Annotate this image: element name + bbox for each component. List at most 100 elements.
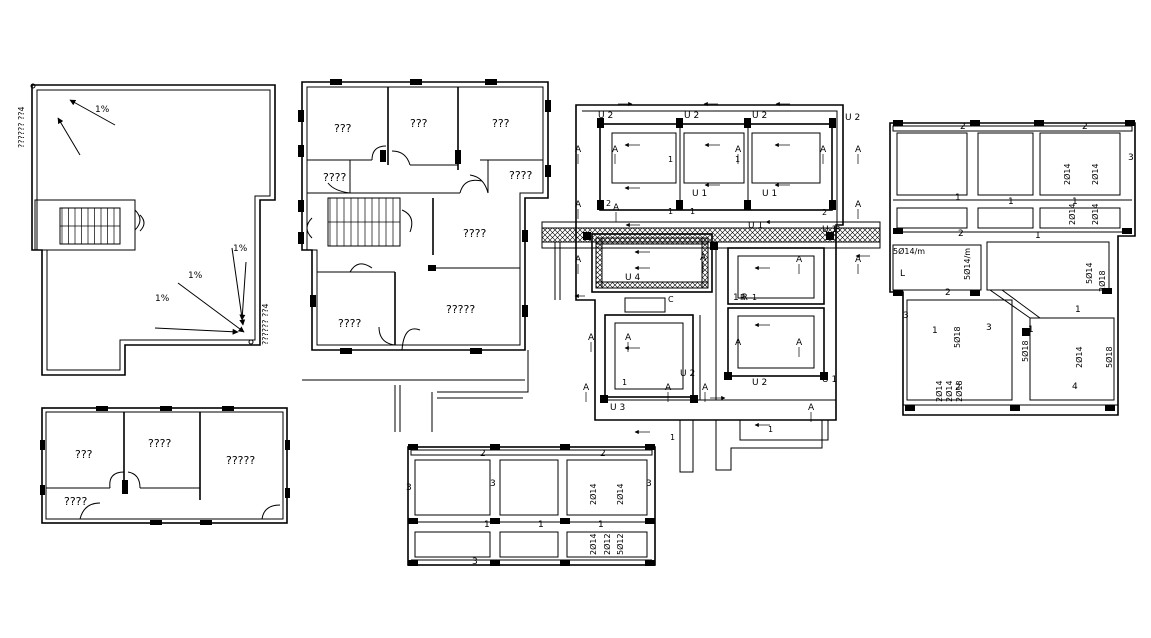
section-number: B xyxy=(835,225,841,234)
beam-label: 2 xyxy=(480,449,486,459)
beam-label: 1 R xyxy=(733,293,748,303)
beam-label: U 2 xyxy=(752,378,767,388)
beam-label: 1 xyxy=(1028,325,1034,335)
rebar-label: 2Ø14 xyxy=(934,380,944,402)
beam-label: 3 xyxy=(490,479,496,489)
slope-label: 1% xyxy=(233,244,248,254)
section-mark: A xyxy=(583,383,590,393)
section-mark: A xyxy=(820,145,827,155)
slab-lower-columns xyxy=(408,444,655,566)
beam-label: U 2 xyxy=(752,111,767,121)
section-mark: A xyxy=(855,145,862,155)
beam-label: 2 xyxy=(1082,122,1088,132)
room-label: ??? xyxy=(410,117,428,130)
rebar-label: 2Ø14 xyxy=(1074,346,1084,368)
beam-label: U 1 xyxy=(822,225,837,235)
beam-label: 3 xyxy=(406,483,412,493)
room-label: ???? xyxy=(148,437,172,450)
room-label: ????? xyxy=(226,454,255,467)
beam-label: U 1 xyxy=(692,189,707,199)
section-mark: A xyxy=(808,403,815,413)
section-mark: A xyxy=(665,383,672,393)
rebar-label: 5Ø18 xyxy=(1020,340,1030,362)
foundation-columns xyxy=(583,118,836,403)
beam-label: U 2 xyxy=(684,111,699,121)
slab-plan-lower: 2 2 3 1 1 1 3 3 3 2Ø14 2Ø14 2Ø14 2Ø12 5Ø… xyxy=(406,444,656,567)
rebar-label: 2Ø14 xyxy=(1062,163,1072,185)
rebar-label: 5Ø14 xyxy=(1084,262,1094,284)
section-mark: A xyxy=(588,333,595,343)
section-mark: A xyxy=(735,145,742,155)
rebar-label: 5Ø12 xyxy=(615,533,625,555)
beam-label: U 1 xyxy=(748,221,763,231)
annex-plan: ??? ???? ????? ???? xyxy=(40,406,290,525)
beam-label: 1 xyxy=(1035,231,1041,241)
section-mark: A xyxy=(575,255,582,265)
room-label: ???? xyxy=(338,317,362,330)
beam-label: 2 xyxy=(600,449,606,459)
section-mark: A xyxy=(855,255,862,265)
gf-wall-blocks xyxy=(298,79,551,354)
beam-label: U 2 xyxy=(680,369,695,379)
rebar-label: 2Ø14 xyxy=(944,380,954,402)
section-number: 1 xyxy=(670,433,675,442)
beam-label: U 1 xyxy=(822,375,837,385)
ground-floor-plan: ??? ??? ??? ???? ???? ???? ???? ????? xyxy=(298,79,551,432)
room-label: ???? xyxy=(509,169,533,182)
beam-label: U 4 xyxy=(625,273,640,283)
section-number: 1 xyxy=(668,155,673,164)
rebar-label: 5Ø18 xyxy=(1104,346,1114,368)
section-mark: A xyxy=(575,145,582,155)
rebar-label: 5Ø14/m xyxy=(962,248,972,280)
section-number: 1 xyxy=(768,425,773,434)
beam-label: 1 xyxy=(1075,305,1081,315)
room-label: ??? xyxy=(334,122,352,135)
rebar-label: 2Ø14 xyxy=(1090,163,1100,185)
beam-label: 4 xyxy=(1072,382,1078,392)
beam-label: 3 xyxy=(986,323,992,333)
beam-label: 2 xyxy=(958,229,964,239)
rebar-label: 5Ø14/m xyxy=(893,246,925,256)
rebar-label: 2Ø14 xyxy=(1067,203,1077,225)
section-mark: A xyxy=(575,200,582,210)
beam-label: 3 xyxy=(646,479,652,489)
beam-label: U 1 xyxy=(762,189,777,199)
beam-label: 1 xyxy=(932,326,938,336)
beam-label: 1 xyxy=(538,520,544,530)
section-mark: A xyxy=(700,253,707,263)
beam-label: L xyxy=(900,269,905,279)
beam-label: U 2 xyxy=(598,111,613,121)
section-mark: A xyxy=(796,338,803,348)
beam-label: 1 xyxy=(1008,197,1014,207)
beam-label: 1 xyxy=(955,193,961,203)
beam-label: U 2 xyxy=(845,113,860,123)
section-mark: A xyxy=(796,255,803,265)
beam-label: U 3 xyxy=(610,403,625,413)
room-label: ???? xyxy=(64,495,88,508)
section-number: 2 xyxy=(606,199,611,208)
beam-label: 3 xyxy=(1128,153,1134,163)
section-number: C xyxy=(668,295,674,304)
beam-label: 3 xyxy=(472,557,478,567)
room-label: ???? xyxy=(323,171,347,184)
rebar-label: 2Ø14 xyxy=(615,483,625,505)
section-number: 1 xyxy=(752,293,757,302)
section-mark: A xyxy=(613,203,620,213)
beam-label: 2 xyxy=(960,122,966,132)
annex-wall-blocks xyxy=(40,406,290,525)
roof-stair xyxy=(34,199,145,251)
rebar-label: 2Ø14 xyxy=(1090,203,1100,225)
beam-label: 1 xyxy=(484,520,490,530)
beam-label: 2 xyxy=(945,288,951,298)
section-mark: A xyxy=(735,338,742,348)
rebar-label: 2Ø18 xyxy=(954,380,964,402)
beam-label: 1 xyxy=(1072,197,1078,207)
section-mark: A xyxy=(855,200,862,210)
drain-label: ?????? ??4 xyxy=(261,303,270,345)
room-label: ????? xyxy=(446,303,475,316)
section-mark: A xyxy=(702,383,709,393)
section-number: 1 xyxy=(735,155,740,164)
section-number: 1 xyxy=(668,207,673,216)
